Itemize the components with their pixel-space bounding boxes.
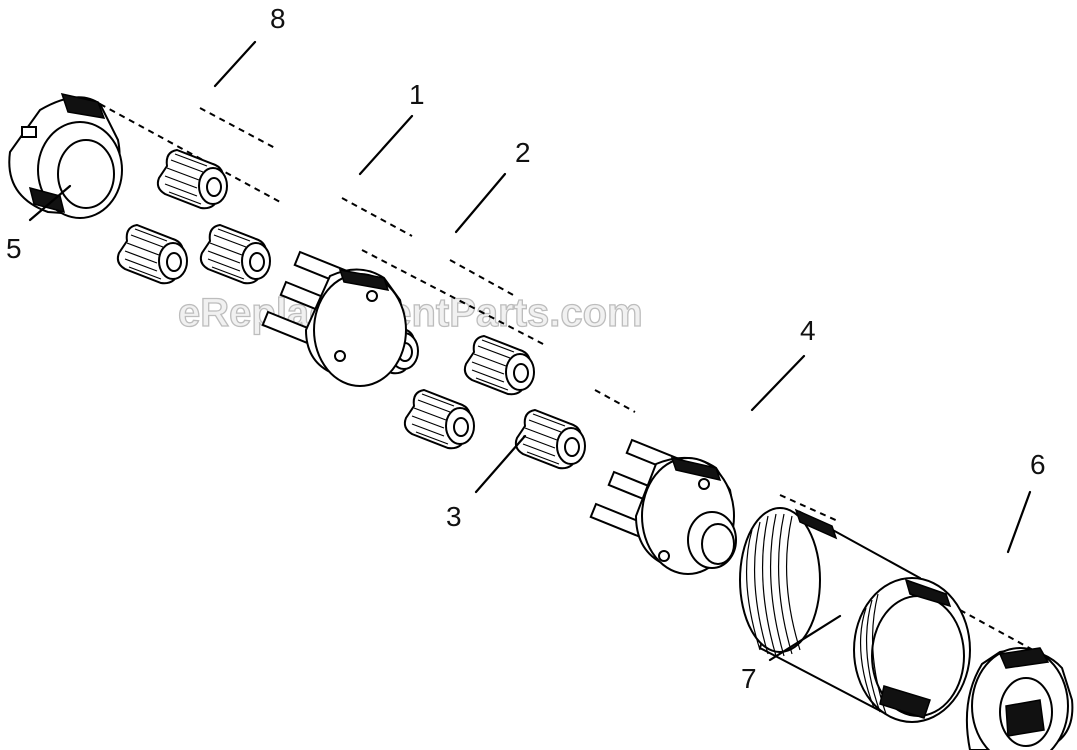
callout-1: 1 [409, 79, 425, 110]
callout-2: 2 [515, 137, 531, 168]
planet-gear [514, 409, 586, 470]
part-5-split-ring [8, 92, 123, 219]
callout-leaders [28, 40, 1032, 662]
callout-5: 5 [6, 233, 22, 264]
planet-gear [463, 335, 535, 396]
part-7-ring-gear-housing [739, 507, 971, 723]
part-1-planet-carrier [261, 250, 407, 387]
callout-7: 7 [741, 663, 757, 694]
watermark-text: eReplacementParts.com [178, 291, 643, 335]
part-4-output-carrier [589, 438, 737, 575]
planet-gear [156, 149, 228, 210]
callout-8: 8 [270, 3, 286, 34]
part-6-end-bearing [965, 647, 1074, 750]
callout-6: 6 [1030, 449, 1046, 480]
callout-3: 3 [446, 501, 462, 532]
planet-gear [199, 224, 271, 285]
callout-4: 4 [800, 315, 816, 346]
planet-gear [403, 389, 475, 450]
planet-gear [116, 224, 188, 285]
